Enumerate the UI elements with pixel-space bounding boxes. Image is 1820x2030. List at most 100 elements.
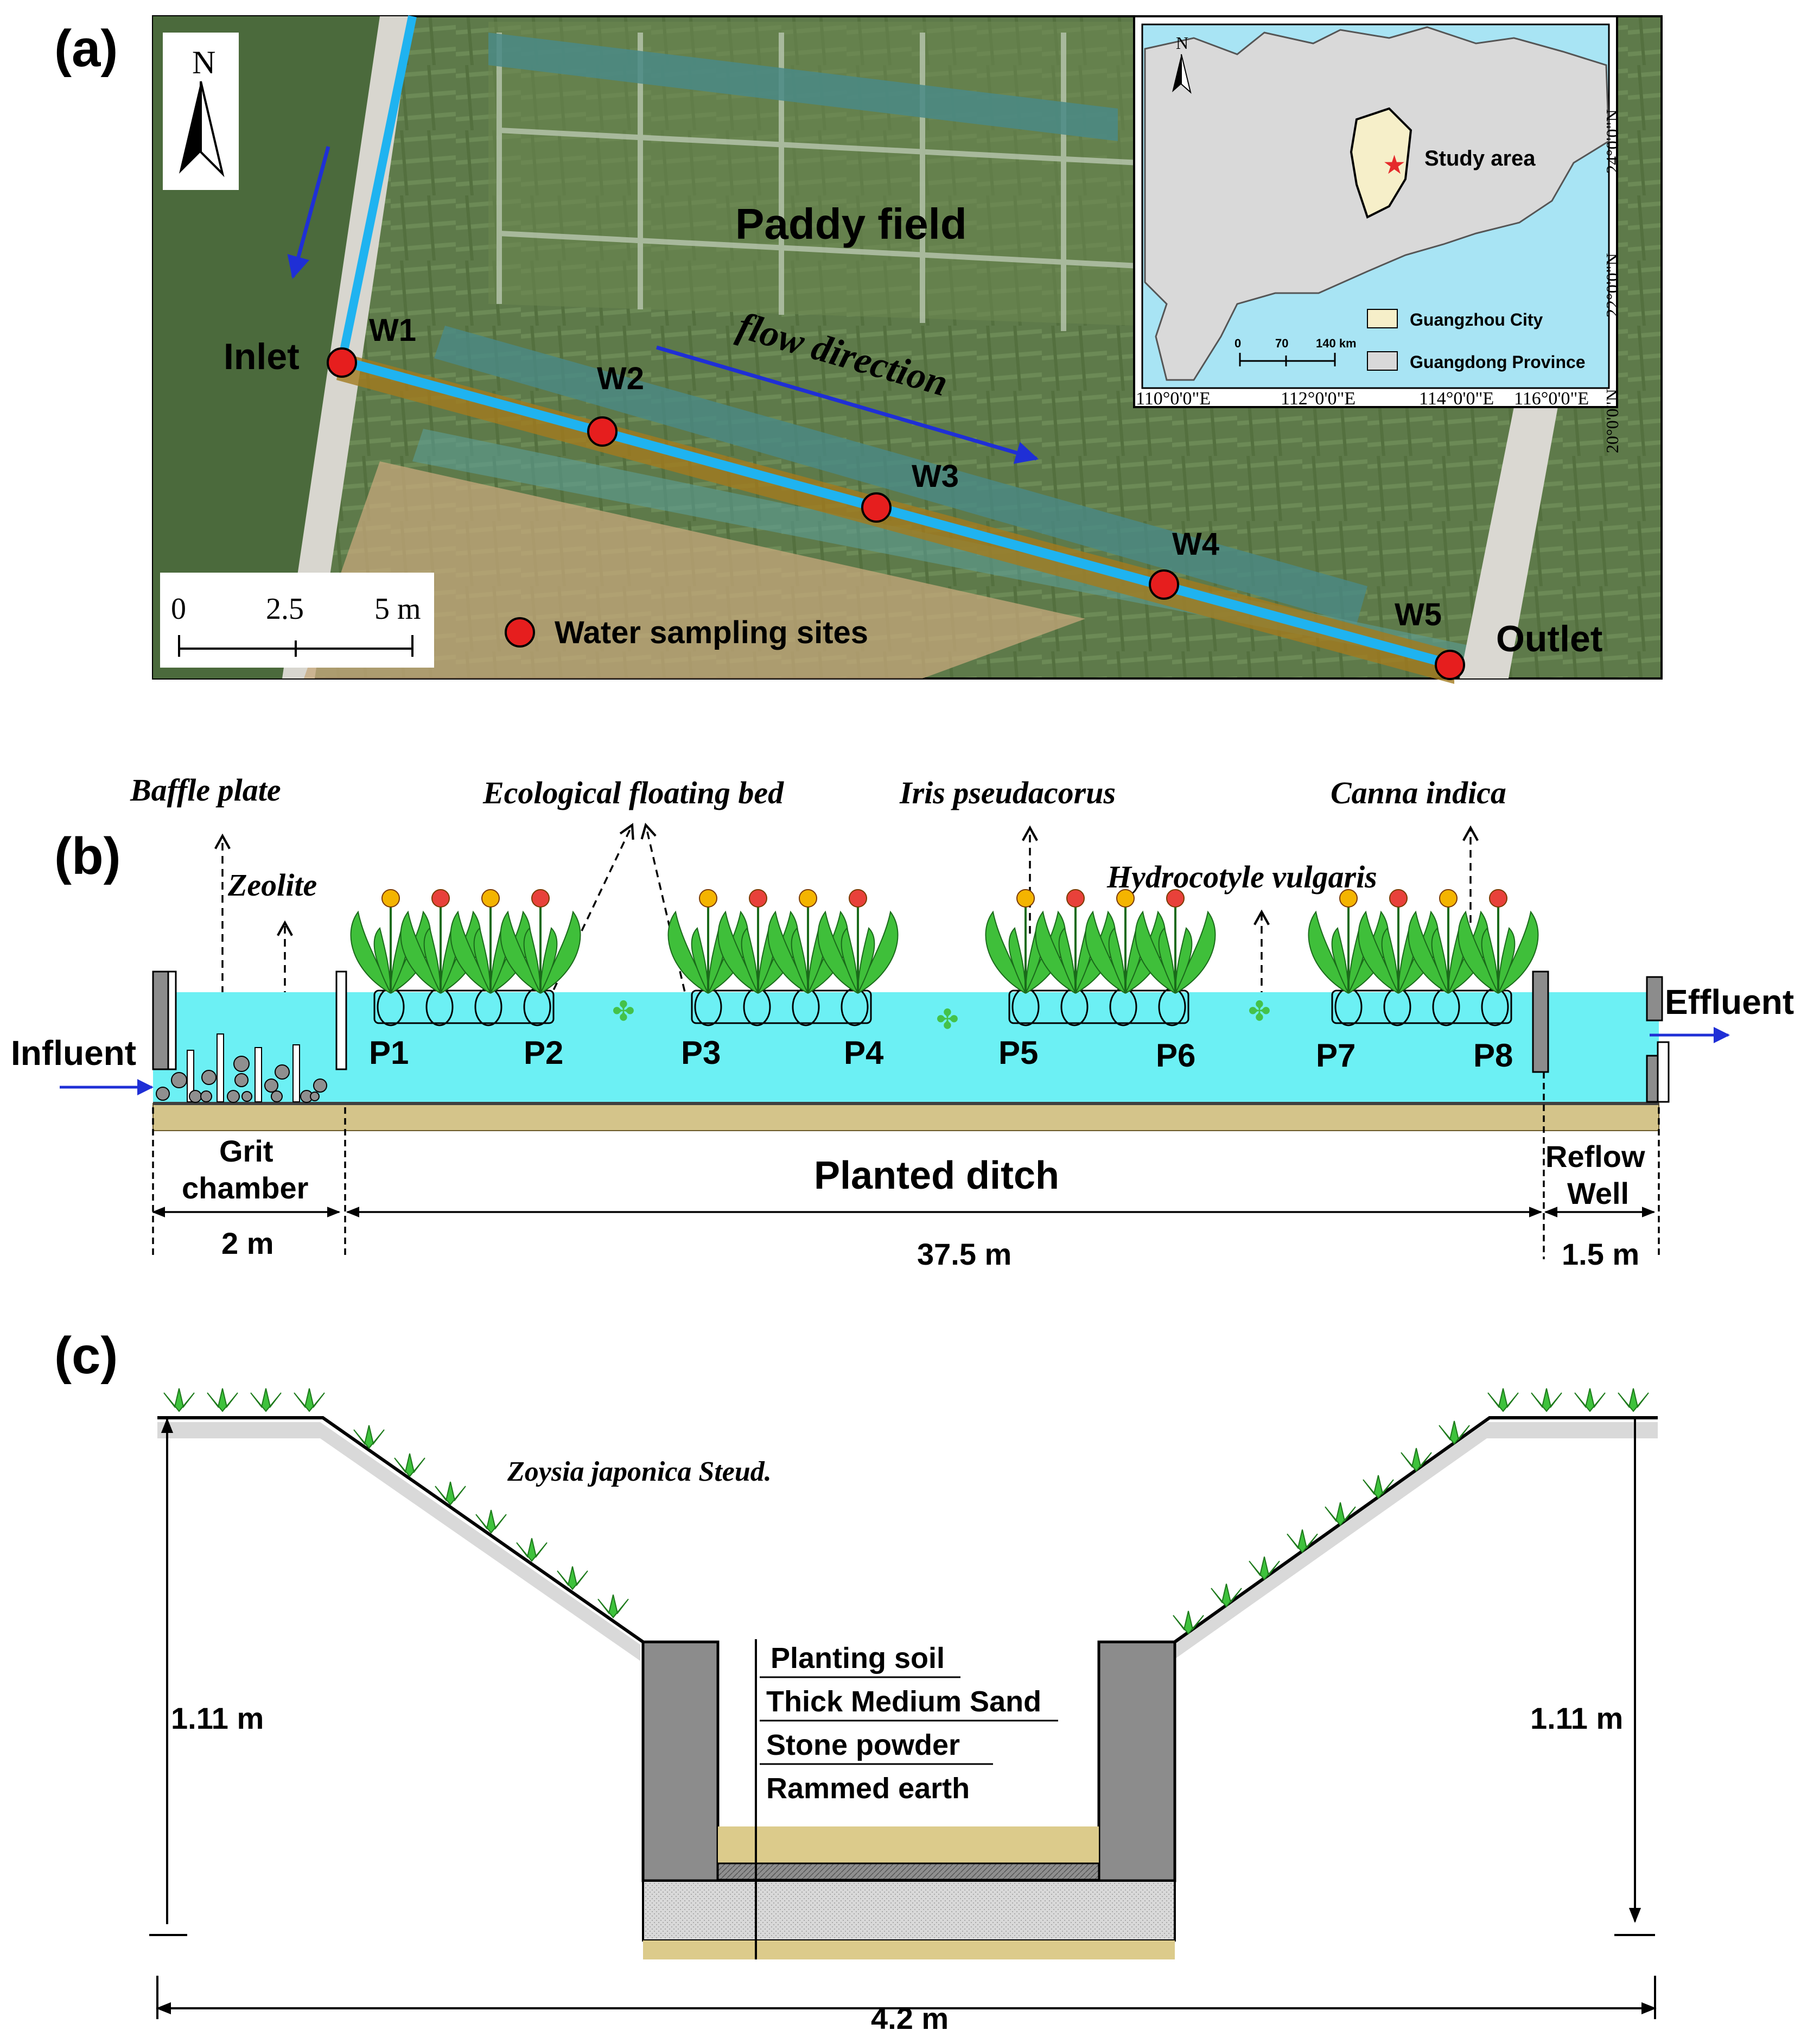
legend-city-label: Guangzhou City [1410,310,1543,329]
plant-icon [817,889,899,994]
p8-label: P8 [1473,1037,1513,1074]
dim-grit-label: 2 m [221,1226,274,1260]
site-w3-label: W3 [912,459,959,494]
lon-tick-114: 114°0'0"E [1419,389,1494,409]
plant-icon [767,889,849,994]
inlet-label: Inlet [224,336,300,377]
panel-label-a: (a) [54,20,118,78]
grass-tuft-icon [435,1481,466,1506]
grass-tuft-icon [294,1388,325,1412]
plant-icon [1408,889,1489,994]
grass-tuft-icon [1363,1475,1394,1499]
plant-icon [1308,889,1389,994]
grass-tuft-icon [353,1425,385,1449]
grass-tuft-icon [1574,1388,1606,1412]
site-w2-label: W2 [597,361,644,396]
plant-icon [500,889,581,994]
inset-north-arrow-icon [1172,54,1181,92]
legend-site-marker [505,617,535,648]
p1-label: P1 [369,1035,409,1071]
hydrocotyle-label: Hydrocotyle vulgaris [1106,859,1377,895]
zeolite-stones [156,1033,327,1103]
scale-tick-1: 2.5 [266,592,304,626]
grit-chamber-label-1: Grit [219,1134,273,1168]
grass-tuft-icon [1531,1388,1562,1412]
plant-icon [1135,889,1216,994]
lat-tick-22: 22°0'0"N [1602,253,1622,318]
canna-label: Canna indica [1331,775,1506,810]
p6-label: P6 [1156,1037,1195,1074]
lon-tick-116: 116°0'0"E [1514,389,1589,409]
site-w5-label: W5 [1395,597,1442,632]
grass-tuft-icon [1249,1556,1280,1581]
layer-stone-powder: Stone powder [766,1729,960,1761]
sampling-sites [327,347,1465,680]
inset-scale-0: 0 [1234,337,1241,350]
p7-label: P7 [1316,1037,1356,1074]
plant-icon [667,889,749,994]
layer-planting-soil: Planting soil [771,1642,945,1674]
panel-label-c: (c) [54,1327,118,1385]
grass-tuft-icon [516,1538,548,1562]
grass-tuft-icon [163,1388,195,1412]
zoysia-label: Zoysia japonica Steud. [507,1456,772,1487]
lon-tick-110: 110°0'0"E [1136,389,1211,409]
plants [350,889,1539,994]
influent-label: Influent [11,1033,136,1073]
flow-direction-arrow [656,345,1039,464]
plant-icon [717,889,799,994]
grass-tuft-icon [207,1388,238,1412]
grass-tufts [163,1388,1649,1635]
inset-scale-2: 140 km [1316,337,1357,350]
plant-icon [1035,889,1116,994]
legend-sampling-label: Water sampling sites [555,615,868,650]
grass-tuft-icon [1211,1583,1242,1608]
legend-province-label: Guangdong Province [1410,352,1586,372]
study-area-star-icon: ★ [1383,150,1406,180]
panel-label-b: (b) [54,827,121,885]
zeolite-label: Zeolite [227,867,317,903]
planted-ditch-label: Planted ditch [814,1154,1059,1197]
plant-icon [1458,889,1539,994]
reflow-well-label-2: Well [1567,1176,1629,1210]
plant-icon [1358,889,1439,994]
p2-label: P2 [524,1035,563,1071]
inlet-canal [338,15,417,362]
plant-icon [450,889,531,994]
grass-tuft-icon [597,1594,629,1619]
dimension-lines-c [149,1418,1657,2019]
north-arrow-icon [179,81,201,174]
p5-label: P5 [998,1035,1038,1071]
scale-bar: 0 2.5 5 m [160,573,434,668]
site-w5-marker [1435,650,1465,680]
right-wall [1097,1640,1176,1882]
grass-tuft-icon [475,1509,507,1534]
north-label: N [192,45,215,80]
grass-tuft-icon [394,1453,425,1477]
site-w4-label: W4 [1172,526,1219,562]
study-area-label: Study area [1424,147,1536,170]
grass-tuft-icon [1487,1388,1519,1412]
inset-north-label: N [1176,33,1188,53]
grass-tuft-icon [557,1566,588,1590]
scale-tick-0: 0 [171,592,186,626]
effluent-label: Effluent [1665,982,1794,1022]
plant-icon [350,889,431,994]
height-left-label: 1.11 m [171,1701,264,1735]
dim-planted-label: 37.5 m [917,1237,1011,1271]
grass-tuft-icon [1325,1502,1356,1526]
p4-label: P4 [844,1035,884,1071]
hydrocotyle-icon-2: ✤ [936,1004,959,1035]
scale-tick-2: 5 m [374,592,421,626]
grass-tuft-icon [1439,1420,1470,1445]
lat-tick-20: 20°0'0"N [1602,389,1622,453]
ditch-line [340,356,1450,669]
outlet-label: Outlet [1496,618,1602,659]
grass-tuft-icon [250,1388,282,1412]
hydrocotyle-icon-3: ✤ [1248,995,1271,1027]
lat-tick-24: 24°0'0"N [1602,109,1622,174]
reflow-well-label-1: Reflow [1545,1139,1645,1173]
grass-tuft-icon [1401,1448,1432,1472]
grit-chamber-label-2: chamber [182,1171,308,1205]
